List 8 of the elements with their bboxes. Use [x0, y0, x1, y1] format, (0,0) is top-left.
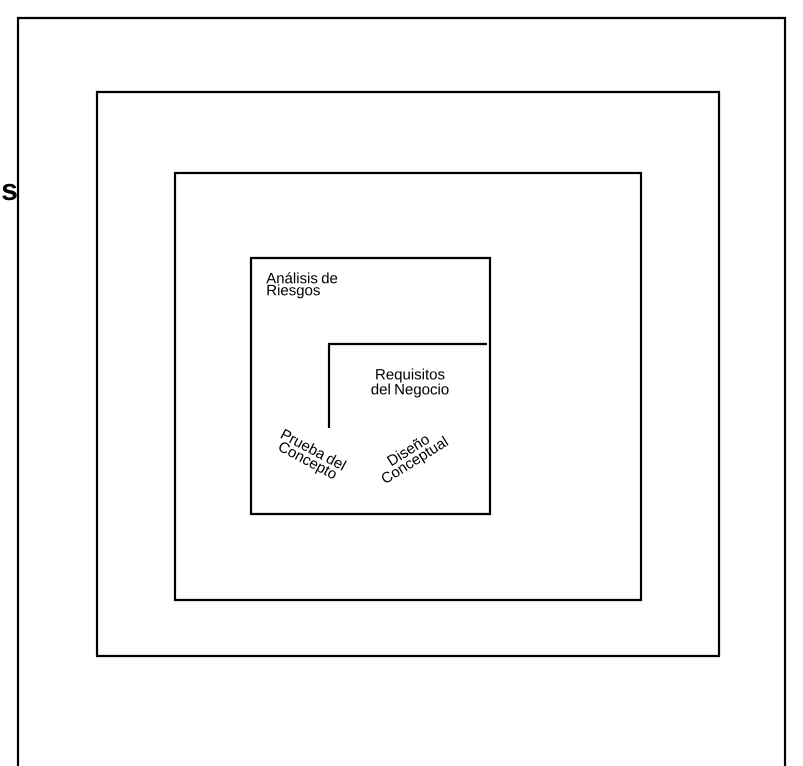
box: [174, 172, 642, 602]
box: [96, 90, 720, 658]
text-fragment: s: [2, 184, 17, 200]
box-label: Requisitos del Negocio: [371, 368, 449, 398]
box: [250, 256, 492, 516]
node-label: Análisis de Riesgos: [266, 272, 338, 298]
frame: [16, 16, 786, 766]
box: [328, 342, 487, 428]
